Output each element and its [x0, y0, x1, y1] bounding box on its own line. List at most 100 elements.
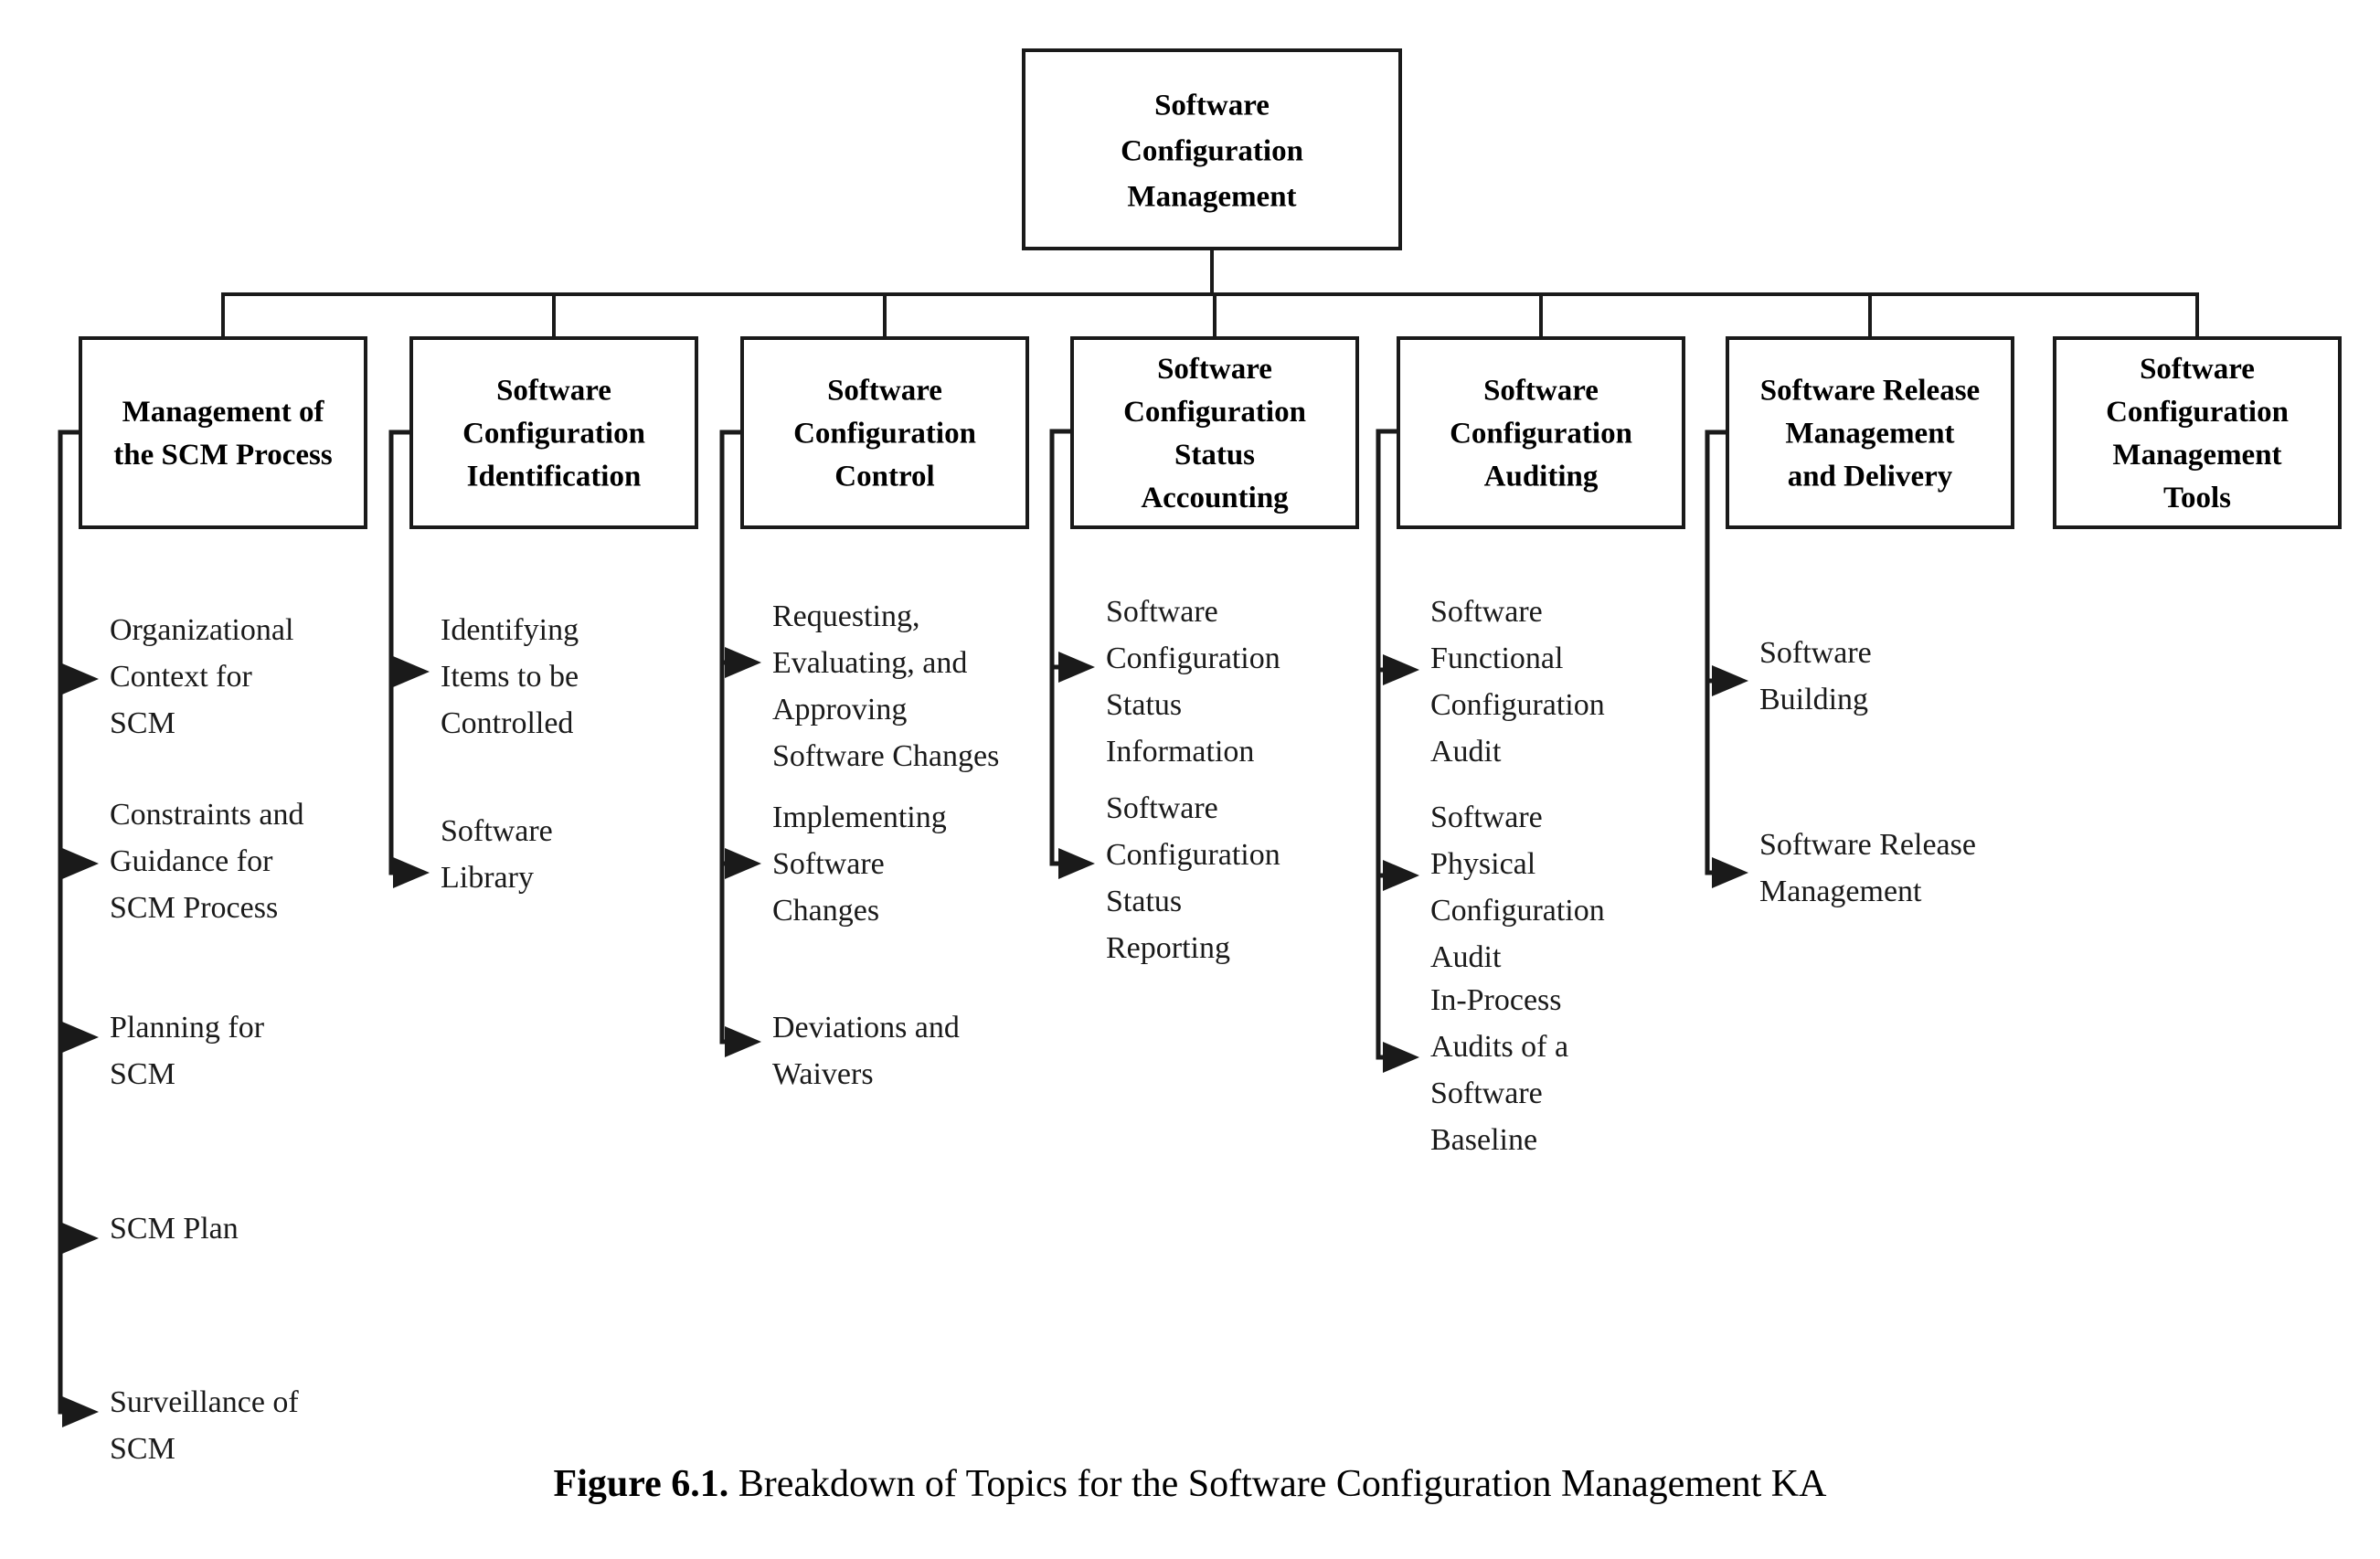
arrow-head-icon	[1383, 654, 1419, 685]
text-line: Changes	[772, 894, 879, 928]
text-line: Tools	[2163, 482, 2231, 514]
text-line: SCM	[110, 1432, 175, 1466]
text-line: Constraints and	[110, 798, 303, 832]
arrow-head-icon	[1712, 857, 1748, 888]
node-box-software-configuration-auditing[interactable]	[1397, 336, 1685, 529]
text-line: Audits of a	[1430, 1030, 1568, 1064]
text-line: Approving	[772, 693, 907, 726]
text-line: Information	[1106, 735, 1254, 769]
node-box-software-configuration-identification[interactable]	[409, 336, 698, 529]
text-line: Software	[1483, 375, 1599, 408]
text-line: Software Release	[1760, 375, 1980, 408]
text-line: Software	[496, 375, 611, 408]
text-line: Software	[2140, 353, 2255, 386]
arrow-head-icon	[62, 1022, 99, 1053]
text-line: Software	[772, 847, 885, 881]
text-line: Management of	[122, 396, 325, 429]
text-line: Configuration	[793, 418, 976, 451]
text-line: Surveillance of	[110, 1385, 299, 1419]
text-line: SCM	[110, 706, 175, 740]
text-line: Functional	[1430, 642, 1563, 675]
node-box-management-of-the-scm-process[interactable]	[79, 336, 367, 529]
node-box-software-configuration-management-tools[interactable]	[2053, 336, 2342, 529]
arrow-head-icon	[1058, 652, 1095, 683]
child-spine-software-configuration-identification	[388, 430, 414, 875]
text-line: Management	[1127, 181, 1296, 214]
text-line: SCM Process	[110, 891, 278, 925]
text-line: Audit	[1430, 940, 1502, 974]
arrow-head-icon	[62, 1396, 99, 1427]
text-line: Building	[1759, 683, 1868, 716]
leaf-topic: SCM Plan	[110, 1212, 239, 1246]
text-line: Configuration	[1121, 135, 1303, 168]
text-line: In-Process	[1430, 983, 1562, 1017]
child-spine-software-release-management-and-delivery	[1705, 430, 1730, 875]
text-line: Configuration	[2106, 396, 2289, 429]
text-line: Software	[1157, 353, 1272, 386]
text-line: Status	[1106, 885, 1182, 918]
text-line: Management	[1759, 875, 1922, 908]
figure-caption-text: Breakdown of Topics for the Software Con…	[728, 1463, 1827, 1505]
text-line: Software	[827, 375, 942, 408]
text-line: Status	[1174, 439, 1255, 472]
text-line: Requesting,	[772, 599, 919, 633]
text-line: Software	[1430, 595, 1543, 629]
text-line: Configuration	[1430, 688, 1605, 722]
node-box-software-configuration-control[interactable]	[740, 336, 1029, 529]
arrow-head-icon	[1712, 665, 1748, 696]
text-line: Configuration	[1123, 396, 1306, 429]
text-line: Software	[1759, 636, 1872, 670]
text-line: Accounting	[1141, 482, 1289, 514]
text-line: Reporting	[1106, 931, 1230, 965]
child-spine-software-configuration-auditing	[1376, 429, 1401, 1060]
arrow-head-icon	[62, 1223, 99, 1254]
arrow-head-icon	[393, 656, 430, 687]
text-line: Deviations and	[772, 1011, 960, 1045]
node-box-software-configuration-status-accounting[interactable]	[1070, 336, 1359, 529]
arrow-head-icon	[1058, 848, 1095, 879]
arrow-head-icon	[725, 1026, 761, 1057]
text-line: Identification	[467, 461, 642, 493]
text-line: Configuration	[1106, 642, 1280, 675]
text-line: Configuration	[1450, 418, 1632, 451]
text-line: Software	[441, 814, 553, 848]
text-line: Controlled	[441, 706, 573, 740]
text-line: Configuration	[1106, 838, 1280, 872]
child-spine-software-configuration-control	[719, 430, 745, 1045]
text-line: Library	[441, 861, 534, 895]
text-line: Audit	[1430, 735, 1502, 769]
text-line: Control	[834, 461, 934, 493]
arrow-head-icon	[725, 647, 761, 678]
text-line: Baseline	[1430, 1123, 1537, 1157]
child-spine-management-of-the-scm-process	[58, 430, 83, 1415]
text-line: Physical	[1430, 847, 1535, 881]
text-line: Management	[2112, 439, 2281, 472]
root-node-box[interactable]	[1022, 48, 1402, 250]
arrow-head-icon	[62, 848, 99, 879]
text-line: Software Release	[1759, 828, 1976, 862]
text-line: Software	[1106, 791, 1218, 825]
text-line: Management	[1785, 418, 1954, 451]
arrow-head-icon	[1383, 1042, 1419, 1073]
text-line: Configuration	[1430, 894, 1605, 928]
node-box-software-release-management-and-delivery[interactable]	[1726, 336, 2014, 529]
